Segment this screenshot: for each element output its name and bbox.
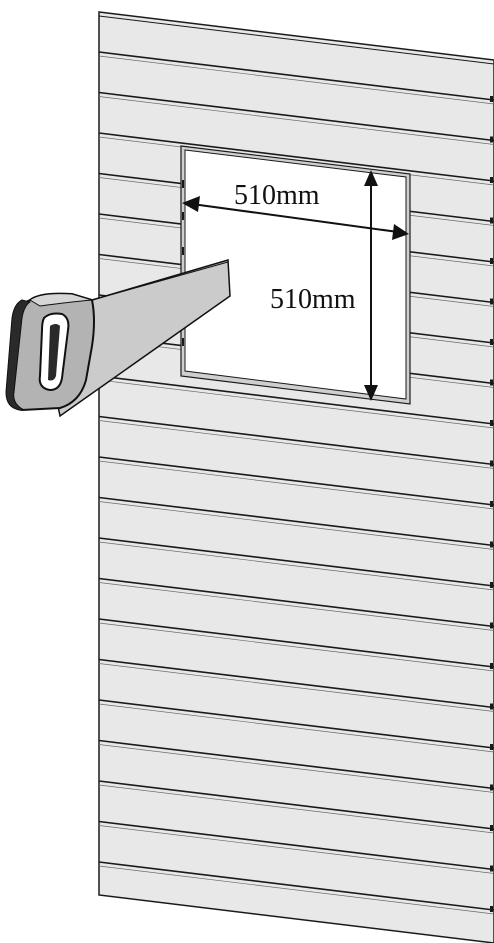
- handsaw-icon: [5, 259, 231, 418]
- edge-notch: [490, 622, 493, 629]
- siding-board-edge: [98, 618, 494, 668]
- siding-board-shadow: [98, 825, 494, 874]
- edge-notch: [490, 784, 493, 791]
- edge-notch: [490, 420, 493, 426]
- siding-board-edge: [98, 780, 494, 830]
- siding-board-shadow: [98, 379, 494, 429]
- siding-board-shadow: [98, 460, 494, 510]
- edge-notch: [490, 703, 493, 710]
- siding-board-shadow: [98, 744, 494, 793]
- edge-notch: [490, 136, 493, 143]
- height-dimension: 510mm: [270, 170, 378, 401]
- edge-notch: [490, 379, 493, 386]
- siding-board-edge: [98, 739, 494, 790]
- siding-board-edge: [98, 132, 494, 182]
- saw-blade-back: [91, 261, 229, 301]
- siding-board-edge: [98, 415, 494, 466]
- width-arrowhead-right: [392, 224, 409, 240]
- edge-notch: [490, 339, 493, 345]
- width-dimension: 510mm: [182, 180, 409, 240]
- panel-edge-notches: [490, 96, 493, 912]
- edge-notch: [490, 258, 493, 264]
- siding-board-edge: [98, 375, 494, 425]
- edge-notch: [490, 663, 493, 669]
- height-arrowhead-top: [364, 170, 378, 186]
- saw-handle-top: [29, 293, 93, 307]
- siding-board-shadow: [98, 703, 494, 753]
- siding-board-edge: [98, 861, 494, 911]
- siding-board-shadow: [98, 55, 494, 105]
- siding-board-edge: [98, 577, 494, 628]
- width-dimension-label: 510mm: [234, 180, 320, 211]
- edge-notch: [490, 825, 493, 831]
- siding-board-shadow: [98, 96, 494, 145]
- width-arrowhead-left: [182, 196, 200, 212]
- siding-board-shadow: [98, 622, 494, 672]
- siding-board-edge: [98, 51, 494, 101]
- siding-board-edge: [98, 91, 494, 142]
- siding-board-shadow: [98, 541, 494, 591]
- saw-grip-hole-inner: [48, 324, 60, 381]
- siding-board-edge: [98, 820, 494, 871]
- edge-notch: [490, 744, 493, 750]
- siding-board-shadow: [98, 663, 494, 712]
- edge-notch: [490, 906, 493, 912]
- siding-board-edge: [98, 537, 494, 587]
- siding-board-shadow: [98, 501, 494, 550]
- wall-panel: [98, 11, 494, 943]
- edge-notch: [490, 582, 493, 588]
- siding-board-edge: [98, 496, 494, 547]
- saw-handle-side: [5, 299, 32, 411]
- panel-top-edge: [98, 15, 494, 65]
- siding-board-shadow: [98, 582, 494, 631]
- edge-notch: [490, 865, 493, 872]
- edge-notch: [490, 298, 493, 305]
- siding-board-shadow: [98, 865, 494, 915]
- siding-board-shadow: [98, 420, 494, 469]
- edge-notch: [490, 177, 493, 183]
- edge-notch: [490, 501, 493, 507]
- siding-board-edge: [98, 699, 494, 749]
- edge-notch: [490, 460, 493, 467]
- edge-notch: [490, 217, 493, 224]
- edge-notch: [490, 96, 493, 102]
- panel-body: [98, 11, 494, 943]
- height-arrowhead-bottom: [364, 385, 378, 401]
- height-dimension-label: 510mm: [270, 284, 356, 315]
- siding-board-edge: [98, 658, 494, 709]
- edge-notch: [490, 541, 493, 548]
- siding-board-shadow: [98, 784, 494, 834]
- width-dimension-line: [191, 203, 399, 233]
- siding-board-edge: [98, 456, 494, 506]
